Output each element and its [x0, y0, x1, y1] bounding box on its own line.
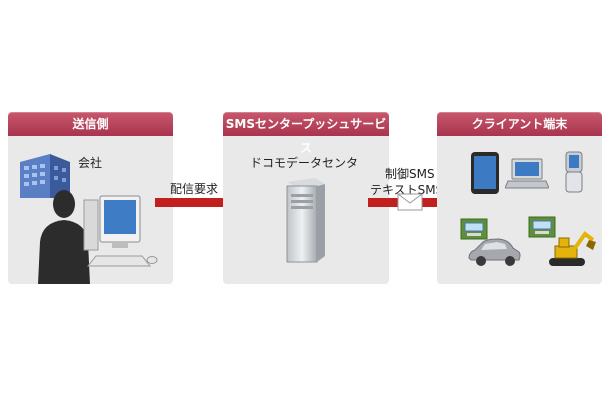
- docomo-datacenter-label: ドコモデータセンタ: [250, 156, 359, 170]
- text-sms-label: テキストSMS: [370, 183, 444, 197]
- server-tower-icon: [286, 178, 325, 263]
- excavator-icon: [549, 231, 596, 266]
- circuit-module-icon: [460, 218, 488, 240]
- flip-phone-icon: [565, 151, 583, 193]
- sms-center-panel: SMSセンタープッシュサービス ドコモデータセンタ: [223, 112, 389, 284]
- envelope-icon: [397, 193, 423, 211]
- sender-panel-header: 送信側: [8, 112, 173, 136]
- office-building-icon: [20, 154, 70, 198]
- tablet-icon: [471, 152, 499, 194]
- sms-center-panel-header: SMSセンタープッシュサービス: [223, 112, 389, 155]
- company-label: 会社: [78, 156, 103, 170]
- circuit-module-icon: [528, 216, 556, 238]
- control-sms-label: 制御SMS: [385, 167, 435, 181]
- delivery-request-arrow: [155, 198, 235, 207]
- sender-panel: 送信側 会社: [8, 112, 173, 284]
- client-terminal-panel-header: クライアント端末: [437, 112, 602, 136]
- car-icon: [468, 238, 521, 266]
- delivery-request-label: 配信要求: [170, 182, 219, 196]
- person-silhouette-icon: [38, 190, 90, 284]
- desktop-computer-icon: [83, 195, 158, 267]
- laptop-icon: [505, 158, 549, 189]
- client-terminal-panel: クライアント端末: [437, 112, 602, 284]
